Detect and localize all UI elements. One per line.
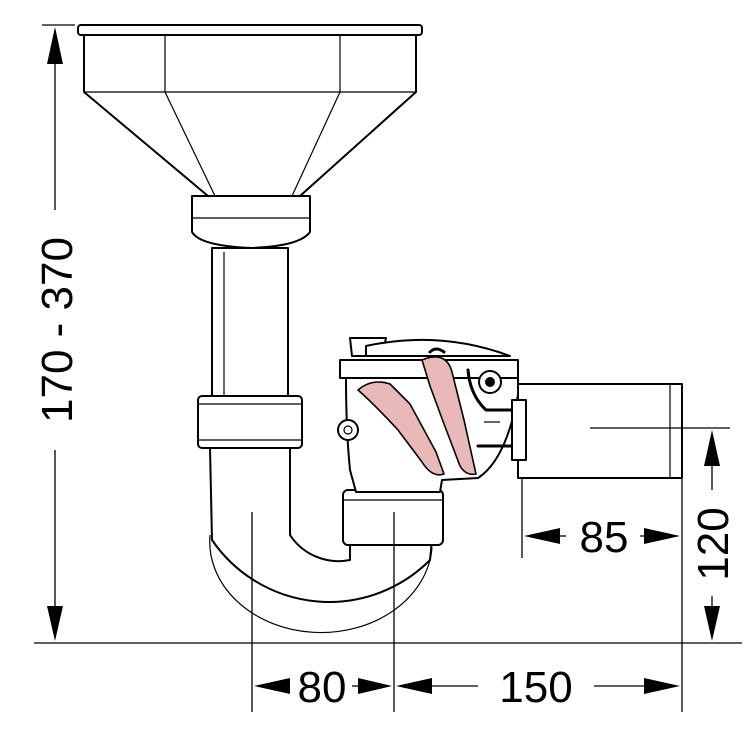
dimension-80: 80 xyxy=(251,512,395,712)
dimension-85: 85 xyxy=(521,478,680,562)
offset-150-label: 150 xyxy=(499,663,572,712)
dimension-150: 150 xyxy=(396,478,683,712)
dimension-120: 120 xyxy=(689,430,738,641)
offset-80-label: 80 xyxy=(298,663,347,712)
funnel-inlet xyxy=(77,24,423,249)
valve-mechanism xyxy=(428,347,522,448)
dimension-height-range: 170 - 370 xyxy=(33,24,742,644)
width-85-label: 85 xyxy=(580,513,629,562)
valve-flaps xyxy=(357,356,477,476)
lower-coupling-nut xyxy=(342,489,444,546)
height-120-label: 120 xyxy=(689,507,738,580)
height-range-label: 170 - 370 xyxy=(33,237,82,423)
upper-coupling-nut xyxy=(197,395,303,449)
outlet-pipe xyxy=(511,383,730,479)
inlet-tube xyxy=(211,247,289,399)
